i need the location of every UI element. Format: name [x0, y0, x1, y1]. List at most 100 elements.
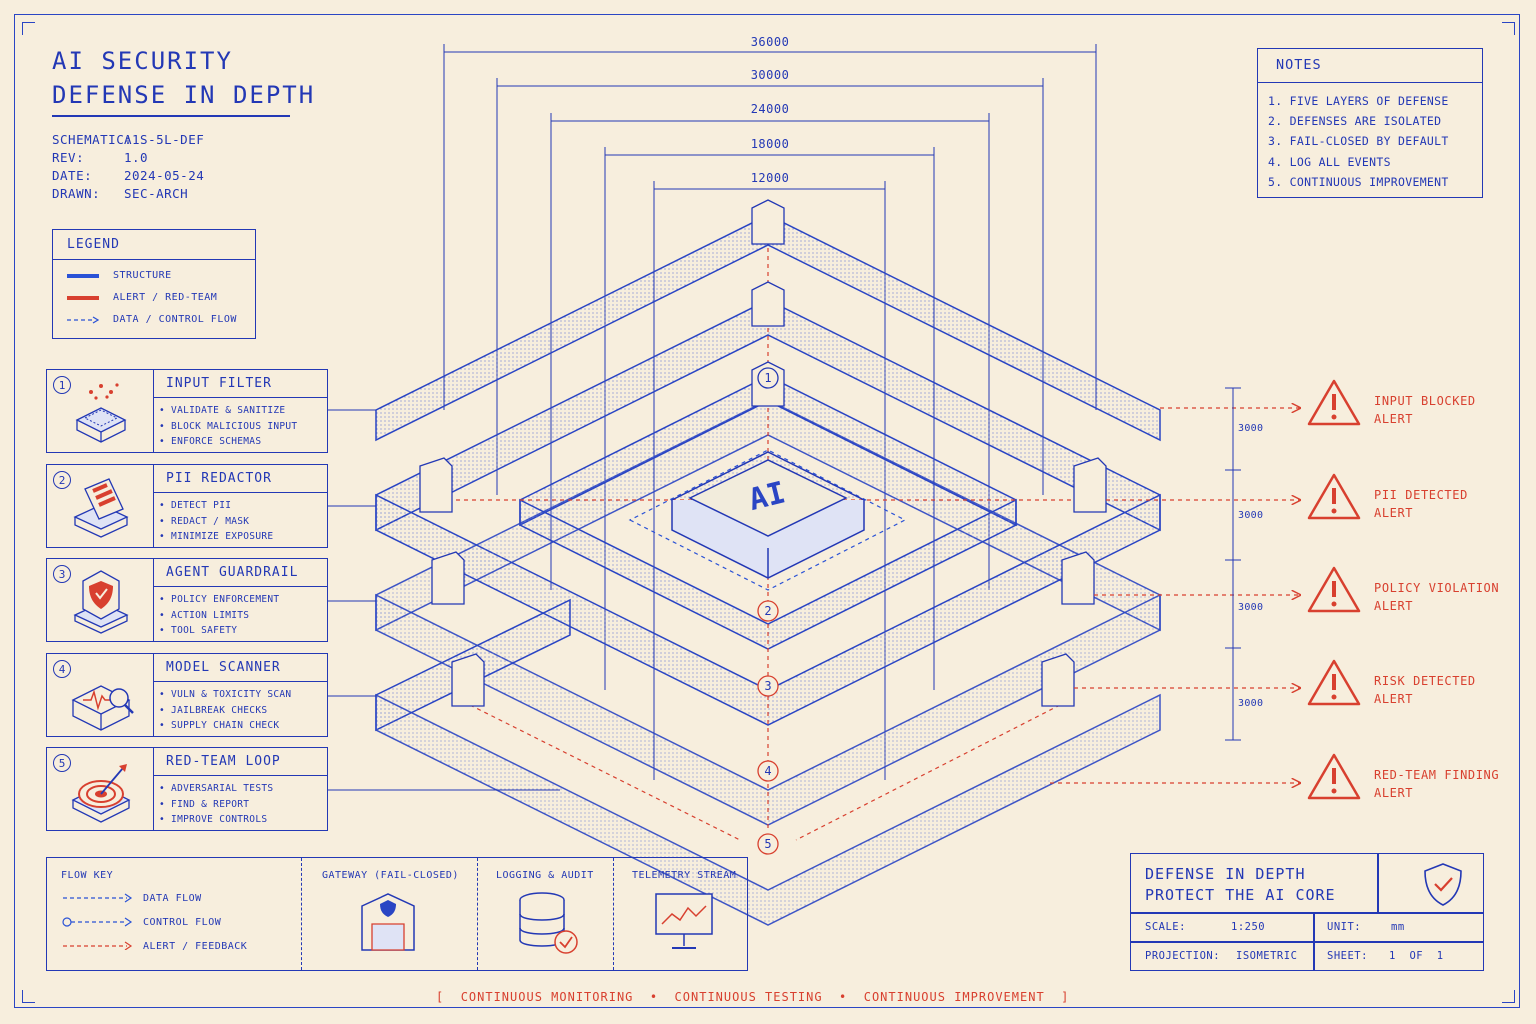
height-dimension-line [1225, 387, 1241, 741]
flow-key-data-flow: DATA FLOW [143, 893, 202, 904]
layer-marker-3: 3 [764, 679, 771, 693]
layer-panel-red-team-loop: 5 RED-TEAM LOOP ADVERSARIAL TESTS FIND &… [46, 747, 328, 831]
notes-heading: NOTES [1258, 49, 1482, 83]
layer-panel-model-scanner: 4 MODEL SCANNER VULN & TOXICITY SCAN JAI… [46, 653, 328, 737]
layer-name: INPUT FILTER [154, 370, 327, 398]
scale-value: 1:250 [1231, 921, 1266, 933]
dimension-12000: 12000 [750, 171, 790, 185]
notes-box: NOTES 1. FIVE LAYERS OF DEFENSE 2. DEFEN… [1257, 48, 1483, 198]
layer-number: 4 [53, 660, 71, 678]
layer-walls [375, 214, 1161, 926]
layer-number: 2 [53, 471, 71, 489]
legend-heading: LEGEND [53, 230, 255, 260]
ai-core: AI [670, 451, 866, 579]
flow-key-box: FLOW KEY DATA FLOW CONTROL FLOW ALERT / … [46, 857, 748, 971]
title-block-line-2: PROTECT THE AI CORE [1145, 886, 1336, 904]
legend-box: LEGEND STRUCTURE ALERT / RED-TEAM DATA /… [52, 229, 256, 339]
layer-name: RED-TEAM LOOP [154, 748, 327, 776]
frame-corner-mark [22, 990, 35, 1003]
frame-corner-mark [1502, 990, 1515, 1003]
layer-name: MODEL SCANNER [154, 654, 327, 682]
layer-marker-1: 1 [764, 371, 771, 385]
database-icon [519, 892, 578, 954]
title-block: DEFENSE IN DEPTH PROTECT THE AI CORE SCA… [1130, 853, 1484, 971]
note-item: 1. FIVE LAYERS OF DEFENSE [1268, 94, 1449, 108]
sheet-label: SHEET: [1327, 950, 1368, 962]
unit-label: UNIT: [1327, 921, 1362, 933]
layer-markers: 1 2 3 4 5 [757, 367, 779, 855]
alert-swatch [67, 295, 99, 300]
telemetry-column: TELEMETRY STREAM [613, 858, 747, 970]
note-item: 2. DEFENSES ARE ISOLATED [1268, 114, 1442, 129]
title-underline [52, 115, 290, 117]
notes-list: 1. FIVE LAYERS OF DEFENSE 2. DEFENSES AR… [1268, 91, 1449, 192]
layer-number: 3 [53, 565, 71, 583]
layer-panel-pii-redactor: 2 PII REDACTOR DETECT PII REDACT / MASK … [46, 464, 328, 548]
structure-swatch [67, 273, 99, 278]
note-item: 5. CONTINUOUS IMPROVEMENT [1268, 174, 1449, 189]
footer-banner: [ CONTINUOUS MONITORING • CONTINUOUS TES… [436, 990, 1070, 1004]
height-dimension: 3000 [1238, 510, 1264, 521]
warning-icon [1307, 566, 1361, 613]
flow-key-heading: FLOW KEY [61, 870, 114, 881]
layer-bullets: DETECT PII REDACT / MASK MINIMIZE EXPOSU… [159, 498, 273, 545]
dimension-18000: 18000 [750, 137, 790, 151]
dimension-30000: 30000 [750, 68, 790, 82]
projection-value: ISOMETRIC [1236, 950, 1298, 962]
title-line-1: AI SECURITY [52, 47, 233, 75]
shield-check-icon [1424, 863, 1462, 906]
gateway-column: GATEWAY (FAIL-CLOSED) [301, 858, 477, 970]
unit-value: mm [1391, 921, 1405, 933]
height-dimension: 3000 [1238, 698, 1264, 709]
meta-date: DATE:2024-05-24 [52, 168, 205, 183]
flow-swatch [67, 315, 99, 324]
layer-bullets: VALIDATE & SANITIZE BLOCK MALICIOUS INPU… [159, 403, 297, 450]
gateway-icons [419, 199, 1107, 707]
legend-item-alert: ALERT / RED-TEAM [67, 292, 217, 303]
logging-column: LOGGING & AUDIT [477, 858, 613, 970]
ai-core-label: AI [745, 475, 789, 518]
meta-drawn: DRAWN:SEC-ARCH [52, 186, 189, 201]
alert-arrows [1050, 408, 1300, 783]
layer-name: AGENT GUARDRAIL [154, 559, 327, 587]
meta-schematic: SCHEMATIC:A1S-5L-DEF [52, 132, 205, 147]
layer-panel-agent-guardrail: 3 AGENT GUARDRAIL POLICY ENFORCEMENT ACT… [46, 558, 328, 642]
title-block-line-1: DEFENSE IN DEPTH [1145, 865, 1306, 883]
target-icon [71, 764, 131, 823]
layer-marker-2: 2 [764, 604, 771, 618]
footer-monitoring: CONTINUOUS MONITORING [460, 990, 634, 1004]
page-title: AI SECURITY DEFENSE IN DEPTH [52, 44, 315, 112]
layer-number: 1 [53, 376, 71, 394]
drawing-frame [14, 14, 1520, 1008]
note-item: 4. LOG ALL EVENTS [1268, 154, 1391, 169]
dimension-36000: 36000 [750, 35, 790, 49]
layer-number: 5 [53, 754, 71, 772]
shield-icon [73, 570, 129, 634]
scanner-icon [71, 685, 134, 731]
legend-item-flow: DATA / CONTROL FLOW [67, 314, 237, 325]
height-dimension: 3000 [1238, 602, 1264, 613]
sheet-value: 1 OF 1 [1389, 950, 1444, 962]
scale-label: SCALE: [1145, 921, 1186, 933]
flow-key-swatches [62, 893, 133, 950]
panel-connectors [328, 409, 560, 791]
layer-marker-5: 5 [764, 837, 771, 851]
meta-rev: REV:1.0 [52, 150, 149, 165]
monitor-icon [655, 893, 713, 949]
warning-icon [1307, 473, 1361, 520]
flow-key-control-flow: CONTROL FLOW [143, 917, 222, 928]
height-dimension: 3000 [1238, 423, 1264, 434]
warning-icon [1307, 659, 1361, 706]
gateway-icon [361, 893, 415, 951]
pii-redactor-icon [73, 478, 129, 538]
flow-key-alert-feedback: ALERT / FEEDBACK [143, 941, 248, 952]
warning-icon [1307, 379, 1361, 426]
layer-bullets: VULN & TOXICITY SCAN JAILBREAK CHECKS SU… [159, 687, 291, 734]
frame-corner-mark [22, 22, 35, 35]
layer-bullets: POLICY ENFORCEMENT ACTION LIMITS TOOL SA… [159, 592, 279, 639]
layer-marker-4: 4 [764, 764, 771, 778]
